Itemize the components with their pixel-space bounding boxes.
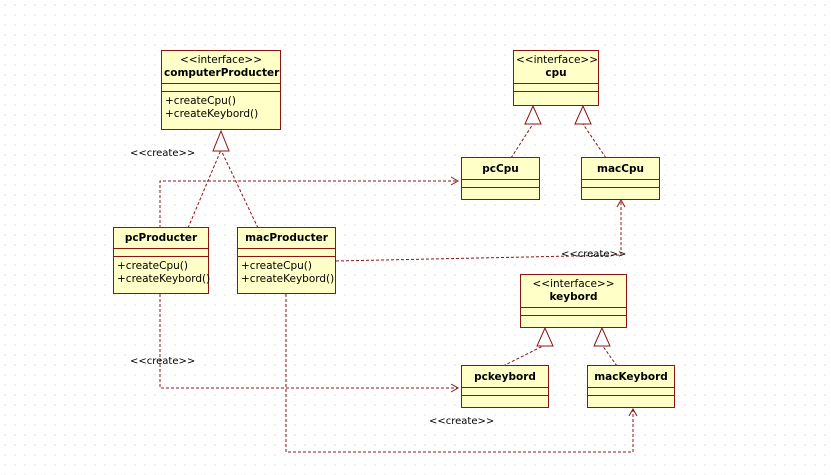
attributes-section	[588, 387, 674, 395]
stereotype: <<interface>>	[532, 278, 615, 290]
attributes-section	[462, 179, 539, 187]
create-label-pccpu: <<create>>	[130, 148, 196, 159]
attributes-section	[582, 179, 659, 187]
class-pcCpu[interactable]: pcCpu	[461, 157, 540, 200]
dependency-macproducter-maccpu	[335, 198, 626, 262]
operation: +createKeybord()	[165, 108, 259, 120]
realization-pccpu	[510, 123, 534, 159]
attributes-section	[514, 83, 598, 91]
operation: +createCpu()	[241, 260, 312, 272]
realization-arrowhead	[524, 104, 542, 125]
dependency-pcproducter-pccpu	[159, 176, 460, 228]
operations-section	[462, 187, 539, 196]
realization-arrowhead	[536, 326, 554, 347]
class-pckeybord[interactable]: pckeybord	[461, 365, 549, 408]
class-name: computerProducter	[164, 67, 280, 79]
class-pcProducter[interactable]: pcProducter +createCpu() +createKeybord(…	[113, 227, 211, 294]
attributes-section	[462, 387, 548, 395]
operation: +createCpu()	[117, 260, 188, 272]
class-keybord[interactable]: <<interface>> keybord	[520, 274, 627, 328]
class-cpu[interactable]: <<interface>> cpu	[513, 50, 599, 106]
attributes-section	[162, 83, 280, 91]
class-name: macProducter	[245, 232, 328, 244]
realization-maccpu	[582, 123, 607, 159]
class-name: pcCpu	[482, 163, 519, 175]
operation: +createCpu()	[165, 95, 236, 107]
class-macCpu[interactable]: macCpu	[581, 157, 660, 200]
stereotype: <<interface>>	[179, 54, 263, 66]
operations-section: +createCpu() +createKeybord()	[162, 91, 280, 124]
create-label-mackeybord: <<create>>	[429, 416, 495, 427]
realization-arrowhead	[574, 104, 592, 125]
realization-pckeybord	[502, 344, 546, 367]
realization-arrowhead	[212, 129, 230, 152]
operation: +createKeybord()	[117, 273, 211, 285]
dependency-macproducter-mackeybord	[285, 294, 638, 453]
create-label-pckeybord: <<create>>	[130, 356, 196, 367]
create-label-maccpu: <<create>>	[561, 249, 627, 260]
class-name: pckeybord	[474, 371, 536, 383]
class-name: keybord	[549, 291, 598, 303]
attributes-section	[238, 248, 335, 256]
attributes-section	[521, 307, 626, 315]
operations-section: +createCpu() +createKeybord()	[114, 256, 211, 289]
operation: +createKeybord()	[241, 273, 335, 285]
realization-macproducter	[220, 149, 259, 229]
operations-section	[514, 91, 598, 100]
class-computerProducter[interactable]: <<interface>> computerProducter +createC…	[161, 50, 281, 130]
operations-section	[582, 187, 659, 196]
operations-section	[462, 395, 548, 404]
class-name: cpu	[545, 67, 567, 79]
dependency-pcproducter-pckeybord	[159, 294, 460, 393]
realization-arrowhead	[593, 326, 611, 347]
class-name: macCpu	[597, 163, 644, 175]
class-name: pcProducter	[124, 232, 198, 244]
realization-pcproducter	[187, 149, 222, 229]
class-macProducter[interactable]: macProducter +createCpu() +createKeybord…	[237, 227, 336, 294]
operations-section	[588, 395, 674, 404]
operations-section: +createCpu() +createKeybord()	[238, 256, 335, 289]
class-name: macKeybord	[594, 371, 668, 383]
operations-section	[521, 315, 626, 322]
attributes-section	[114, 248, 208, 256]
realization-mackeybord	[601, 344, 618, 367]
class-macKeybord[interactable]: macKeybord	[587, 365, 675, 408]
stereotype: <<interface>>	[516, 54, 599, 66]
